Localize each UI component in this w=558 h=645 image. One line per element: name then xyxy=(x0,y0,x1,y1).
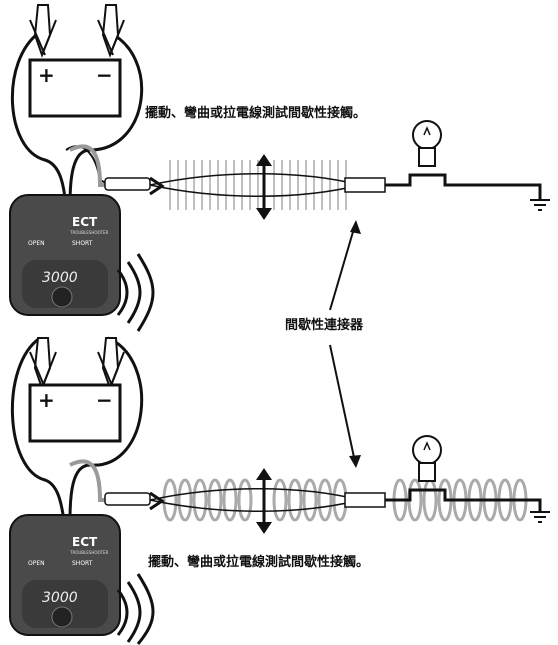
scene-bottom: + − xyxy=(9,336,550,645)
ground-icon-top xyxy=(530,199,550,211)
probe-wire-top xyxy=(69,144,145,187)
bulb-wire-top xyxy=(385,173,542,200)
bulb-wire-bottom xyxy=(385,488,542,512)
tester-device-top: ECT TROUBLESHOOTER OPEN SHORT 3000 xyxy=(9,194,121,316)
battery-minus-top: − xyxy=(96,63,113,87)
probe-top xyxy=(104,177,151,191)
tester-short-bottom: SHORT xyxy=(72,560,93,567)
connector-label: 間歇性連接器 xyxy=(285,317,364,333)
wire-bottom-main xyxy=(149,488,361,512)
bulb-icon-top xyxy=(412,120,442,167)
tester-sub-top: TROUBLESHOOTER xyxy=(69,230,109,235)
caption-top: 擺動、彎曲或拉電線測試間歇性接觸。 xyxy=(145,105,366,121)
connector-callout: 間歇性連接器 xyxy=(285,220,364,468)
tester-open-top: OPEN xyxy=(28,240,45,247)
arrow-left-bottom xyxy=(149,491,165,511)
wire-top-main xyxy=(149,173,361,197)
caption-bottom: 擺動、彎曲或拉電線測試間歇性接觸。 xyxy=(148,554,369,570)
scene-top: + − xyxy=(9,4,550,332)
bulb-icon-bottom xyxy=(412,435,442,482)
battery-lead-right-top xyxy=(68,30,144,206)
tester-device-bottom: ECT TROUBLESHOOTER OPEN SHORT 3000 xyxy=(9,514,121,636)
sound-waves-bottom xyxy=(116,573,155,645)
ground-icon-bottom xyxy=(530,511,550,523)
wiggle-arrow-top xyxy=(256,154,272,220)
probe-wire-bottom xyxy=(69,459,145,502)
tester-brand-top: ECT xyxy=(72,215,98,229)
sound-waves-top xyxy=(116,253,155,332)
tester-open-bottom: OPEN xyxy=(28,560,45,567)
tester-model-top: 3000 xyxy=(42,270,78,286)
clip-right-top xyxy=(97,4,125,58)
battery-lead-left-top xyxy=(11,30,68,206)
battery-top xyxy=(28,58,122,118)
clip-right-bottom xyxy=(97,337,125,391)
battery-minus-bottom: − xyxy=(96,388,113,412)
tester-short-top: SHORT xyxy=(72,240,93,247)
battery-plus-bottom: + xyxy=(38,388,55,412)
battery-plus-top: + xyxy=(38,63,55,87)
battery-lead-right-bottom xyxy=(68,336,144,521)
wiggle-arrow-bottom xyxy=(256,468,272,534)
connector-bottom xyxy=(344,492,386,508)
arrow-left-top xyxy=(149,176,165,196)
battery-lead-left-bottom xyxy=(11,336,66,521)
clip-left-top xyxy=(29,4,57,58)
tester-sub-bottom: TROUBLESHOOTER xyxy=(69,550,109,555)
connector-top xyxy=(344,177,386,193)
wire-fan-top xyxy=(169,160,347,210)
tester-brand-bottom: ECT xyxy=(72,535,98,549)
battery-bottom xyxy=(28,383,122,443)
probe-bottom xyxy=(104,492,151,506)
clip-left-bottom xyxy=(29,337,57,391)
tester-model-bottom: 3000 xyxy=(42,590,78,606)
